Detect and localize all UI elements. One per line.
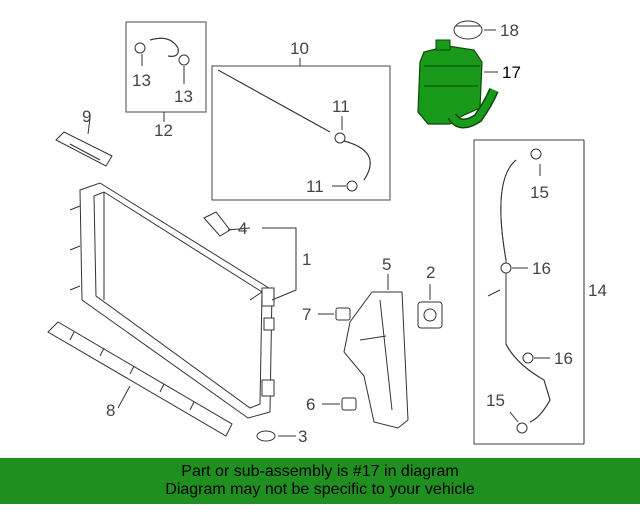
callout-13-right: 13	[174, 87, 193, 106]
callout-11-lower: 11	[306, 177, 324, 196]
callout-10: 10	[290, 39, 309, 58]
callout-16-lower: 16	[554, 349, 573, 368]
lower-air-guard	[47, 321, 233, 437]
bolt-6	[322, 397, 357, 411]
callout-11-upper: 11	[332, 97, 350, 116]
hose-group-14	[473, 139, 585, 445]
callout-9: 9	[82, 107, 91, 126]
info-banner: Part or sub-assembly is #17 in diagram D…	[0, 458, 640, 504]
callout-15-lower: 15	[486, 391, 505, 410]
banner-line-1: Part or sub-assembly is #17 in diagram	[181, 463, 459, 480]
callout-7: 7	[302, 305, 311, 324]
air-guard	[343, 274, 409, 429]
banner-line-2: Diagram may not be specific to your vehi…	[165, 481, 475, 498]
callout-17: 17	[502, 63, 521, 82]
callout-4: 4	[238, 219, 247, 238]
callout-15-upper: 15	[530, 183, 549, 202]
callout-12: 12	[154, 121, 173, 140]
callout-5: 5	[382, 255, 391, 274]
temp-sensor	[203, 211, 251, 237]
callout-14: 14	[588, 281, 607, 300]
drain-cap	[256, 430, 296, 442]
radiator	[69, 182, 297, 419]
clip-group-12	[125, 21, 207, 122]
callout-8: 8	[106, 401, 115, 420]
mount-bushing	[417, 284, 443, 329]
callout-18: 18	[500, 21, 519, 40]
bolt-7	[318, 307, 351, 321]
hose-group-10	[211, 58, 391, 201]
bracket-9	[55, 117, 113, 167]
coolant-reservoir-highlighted	[417, 39, 499, 129]
callout-1: 1	[302, 250, 311, 269]
callout-3: 3	[298, 427, 307, 446]
callout-2: 2	[426, 263, 435, 282]
callout-13-left: 13	[132, 71, 151, 90]
reservoir-cap	[453, 20, 496, 40]
callout-16-upper: 16	[532, 259, 551, 278]
callout-6: 6	[306, 395, 315, 414]
